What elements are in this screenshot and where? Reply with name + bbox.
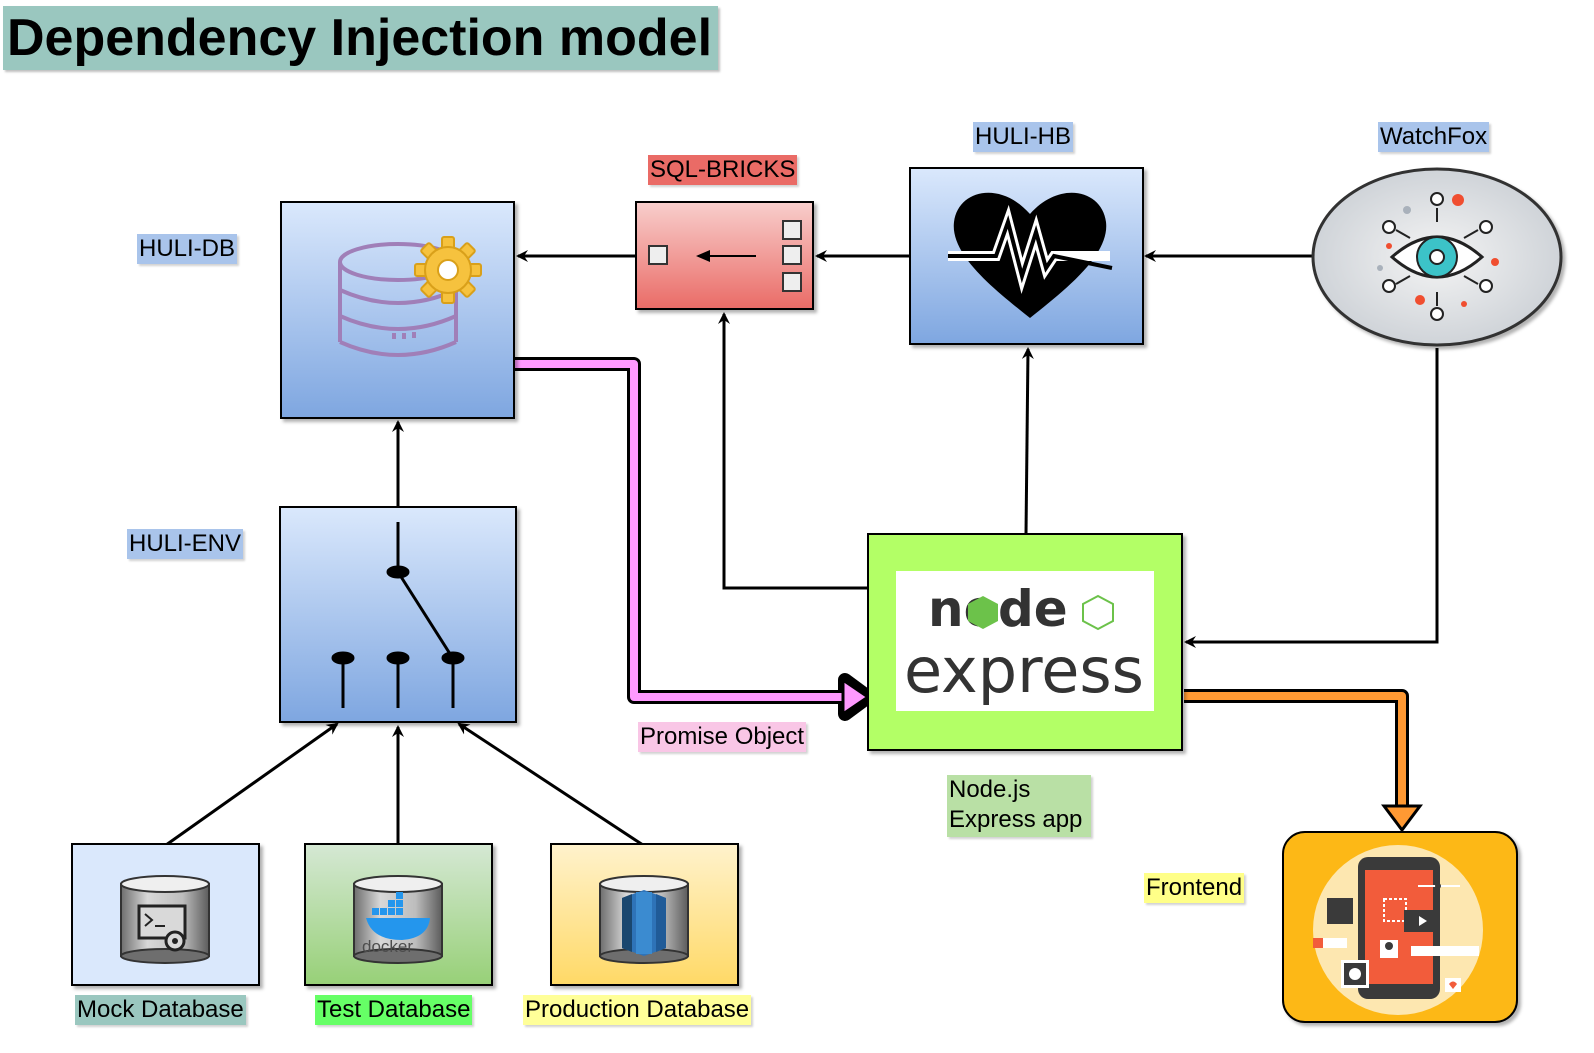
arrow-proddb-to-hulienv	[457, 722, 644, 847]
watchfox-label: WatchFox	[1378, 122, 1490, 152]
promise-object-arrow	[515, 357, 875, 721]
mock-database-cylinder-icon	[120, 875, 210, 964]
arrow-watchfox-to-express	[1184, 348, 1439, 648]
mock-database-label: Mock Database	[75, 995, 246, 1025]
docker-logo-text: docker	[362, 937, 413, 956]
huli-db-box	[280, 201, 515, 419]
huli-hb-box	[909, 167, 1144, 345]
sql-bricks-square-bottom	[782, 272, 802, 292]
node-app-label: Node.js Express app	[947, 775, 1091, 837]
production-database-box	[550, 843, 739, 986]
express-logo-text: express	[904, 634, 1144, 707]
mock-database-box	[71, 843, 260, 986]
node-app-label-line2: Express app	[949, 806, 1083, 833]
huli-db-label: HULI-DB	[137, 234, 238, 264]
sql-bricks-box	[635, 201, 814, 310]
express-app-box: node express	[867, 533, 1183, 751]
eye-icon	[1377, 192, 1499, 321]
production-database-label: Production Database	[523, 995, 752, 1025]
sql-bricks-square-top	[782, 220, 802, 240]
heartbeat-icon	[948, 192, 1113, 318]
node-app-label-line1: Node.js	[949, 776, 1031, 803]
test-database-box: docker	[304, 843, 493, 986]
sql-bricks-left-square	[648, 245, 668, 265]
production-database-cylinder-icon	[599, 875, 689, 964]
aws-rds-icon	[622, 890, 666, 956]
docker-whale-icon	[366, 892, 430, 940]
arrow-express-to-sqlbricks	[718, 312, 868, 590]
huli-env-box	[279, 506, 517, 723]
promise-object-label: Promise Object	[638, 722, 807, 752]
test-database-label: Test Database	[315, 995, 473, 1025]
watchfox-node	[1311, 167, 1563, 347]
js-hexagon-icon	[1082, 594, 1114, 631]
sql-bricks-label: SQL-BRICKS	[648, 155, 798, 185]
arrow-mockdb-to-hulienv	[165, 722, 339, 847]
frontend-node	[1282, 831, 1518, 1023]
smartphone-icon	[1313, 857, 1479, 999]
nodejs-express-logo	[896, 571, 1154, 711]
page-title: Dependency Injection model	[3, 6, 719, 70]
huli-hb-label: HULI-HB	[973, 122, 1074, 152]
connectors	[165, 250, 1439, 847]
huli-env-label: HULI-ENV	[127, 529, 244, 559]
docker-cylinder-icon: docker	[353, 875, 443, 964]
node-hexagon-icon	[968, 596, 998, 629]
switch-icon	[331, 522, 465, 708]
nodejs-logo: node	[928, 580, 1114, 638]
arrow-express-to-hulihb	[1021, 347, 1034, 535]
frontend-label: Frontend	[1144, 873, 1245, 903]
frontend-arrow	[1184, 689, 1423, 833]
gear-icon	[414, 236, 482, 304]
sql-bricks-square-mid	[782, 245, 802, 265]
